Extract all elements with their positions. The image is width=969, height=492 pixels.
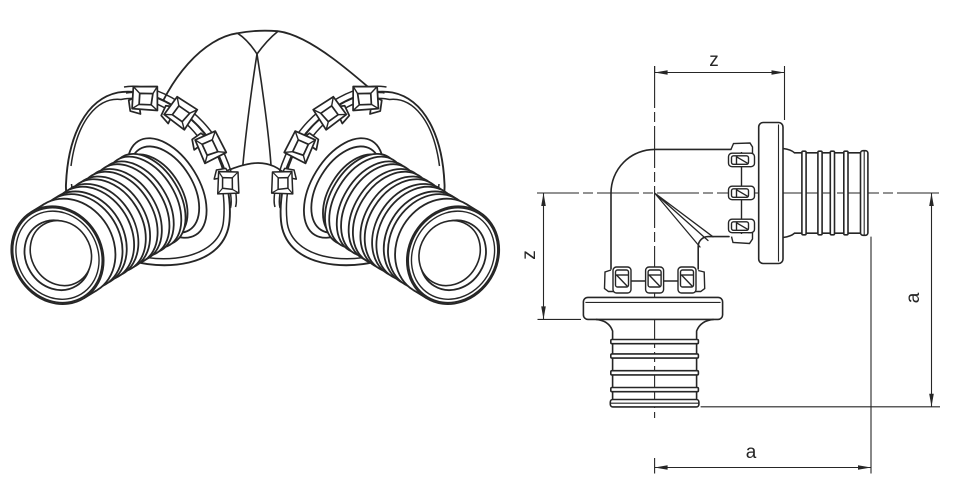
svg-text:z: z bbox=[709, 50, 719, 71]
svg-text:a: a bbox=[746, 442, 757, 463]
svg-text:z: z bbox=[519, 250, 540, 260]
svg-text:a: a bbox=[903, 292, 924, 303]
